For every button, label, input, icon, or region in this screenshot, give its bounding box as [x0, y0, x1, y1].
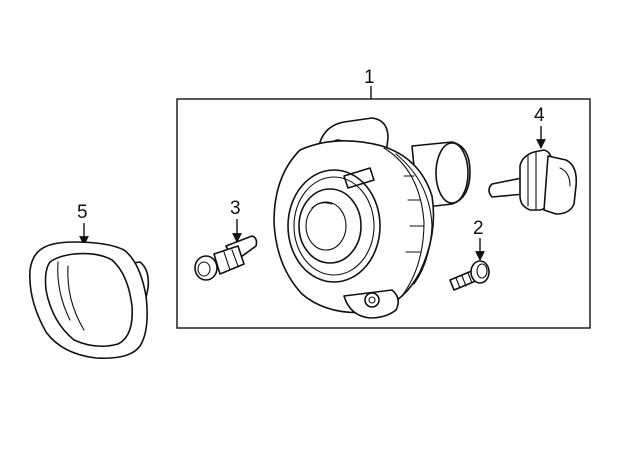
callout-2: 2 [473, 218, 484, 239]
assembly-box [176, 98, 591, 329]
fog-lamp-housing [273, 117, 471, 319]
callout-4: 4 [534, 105, 545, 126]
bezel-trim [29, 241, 150, 360]
callout-3: 3 [230, 198, 241, 219]
callout-5: 5 [77, 202, 88, 223]
screw [449, 260, 490, 291]
adjuster-retainer [194, 235, 258, 281]
bulb [488, 149, 578, 215]
callout-1: 1 [364, 67, 375, 88]
